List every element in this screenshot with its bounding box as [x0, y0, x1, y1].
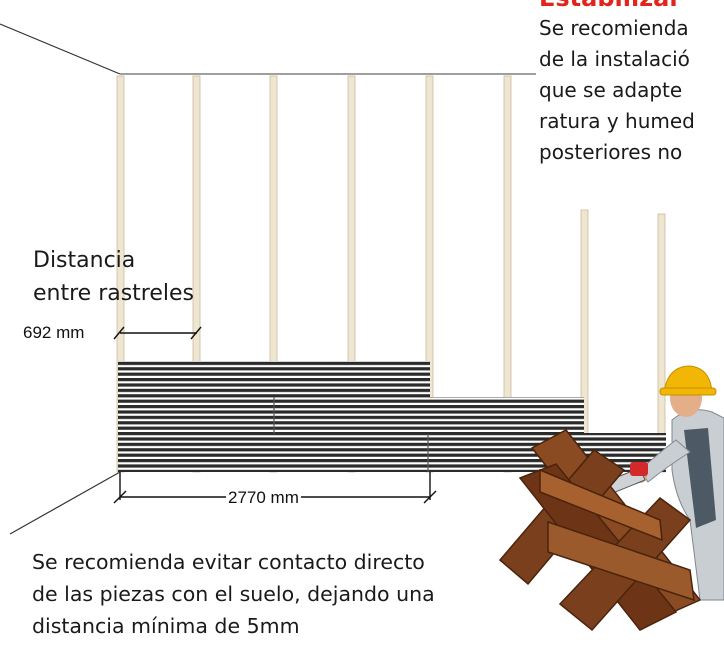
recommendation-line: de la instalació [539, 47, 690, 71]
recommendation-line: ratura y humed [539, 109, 695, 133]
length-dimension-label: 2770 mm [226, 488, 301, 508]
recommendation-line: Se recomienda [539, 16, 689, 40]
spacing-dimension [113, 326, 202, 340]
spacing-label-line: Distancia [33, 248, 136, 273]
spacing-label: Distancia entre rastreles [33, 244, 194, 310]
worker-sawing-icon [498, 365, 724, 632]
spacing-dimension-label: 692 mm [21, 323, 87, 343]
recommendation-title: Estabilizar [539, 0, 681, 12]
floor-note-line: distancia mínima de 5mm [32, 614, 300, 638]
ceiling-perspective-line [0, 23, 121, 75]
floor-note-line: de las piezas con el suelo, dejando una [32, 582, 435, 606]
recommendation-line: que se adapte [539, 78, 683, 102]
recommendation-line: posteriores no [539, 140, 683, 164]
spacing-label-line: entre rastreles [33, 281, 195, 306]
floor-perspective-line [9, 471, 121, 535]
floor-note: Se recomienda evitar contacto directo de… [32, 546, 435, 642]
recommendation-text: Se recomienda de la instalació que se ad… [539, 13, 695, 168]
floor-note-line: Se recomienda evitar contacto directo [32, 550, 425, 574]
